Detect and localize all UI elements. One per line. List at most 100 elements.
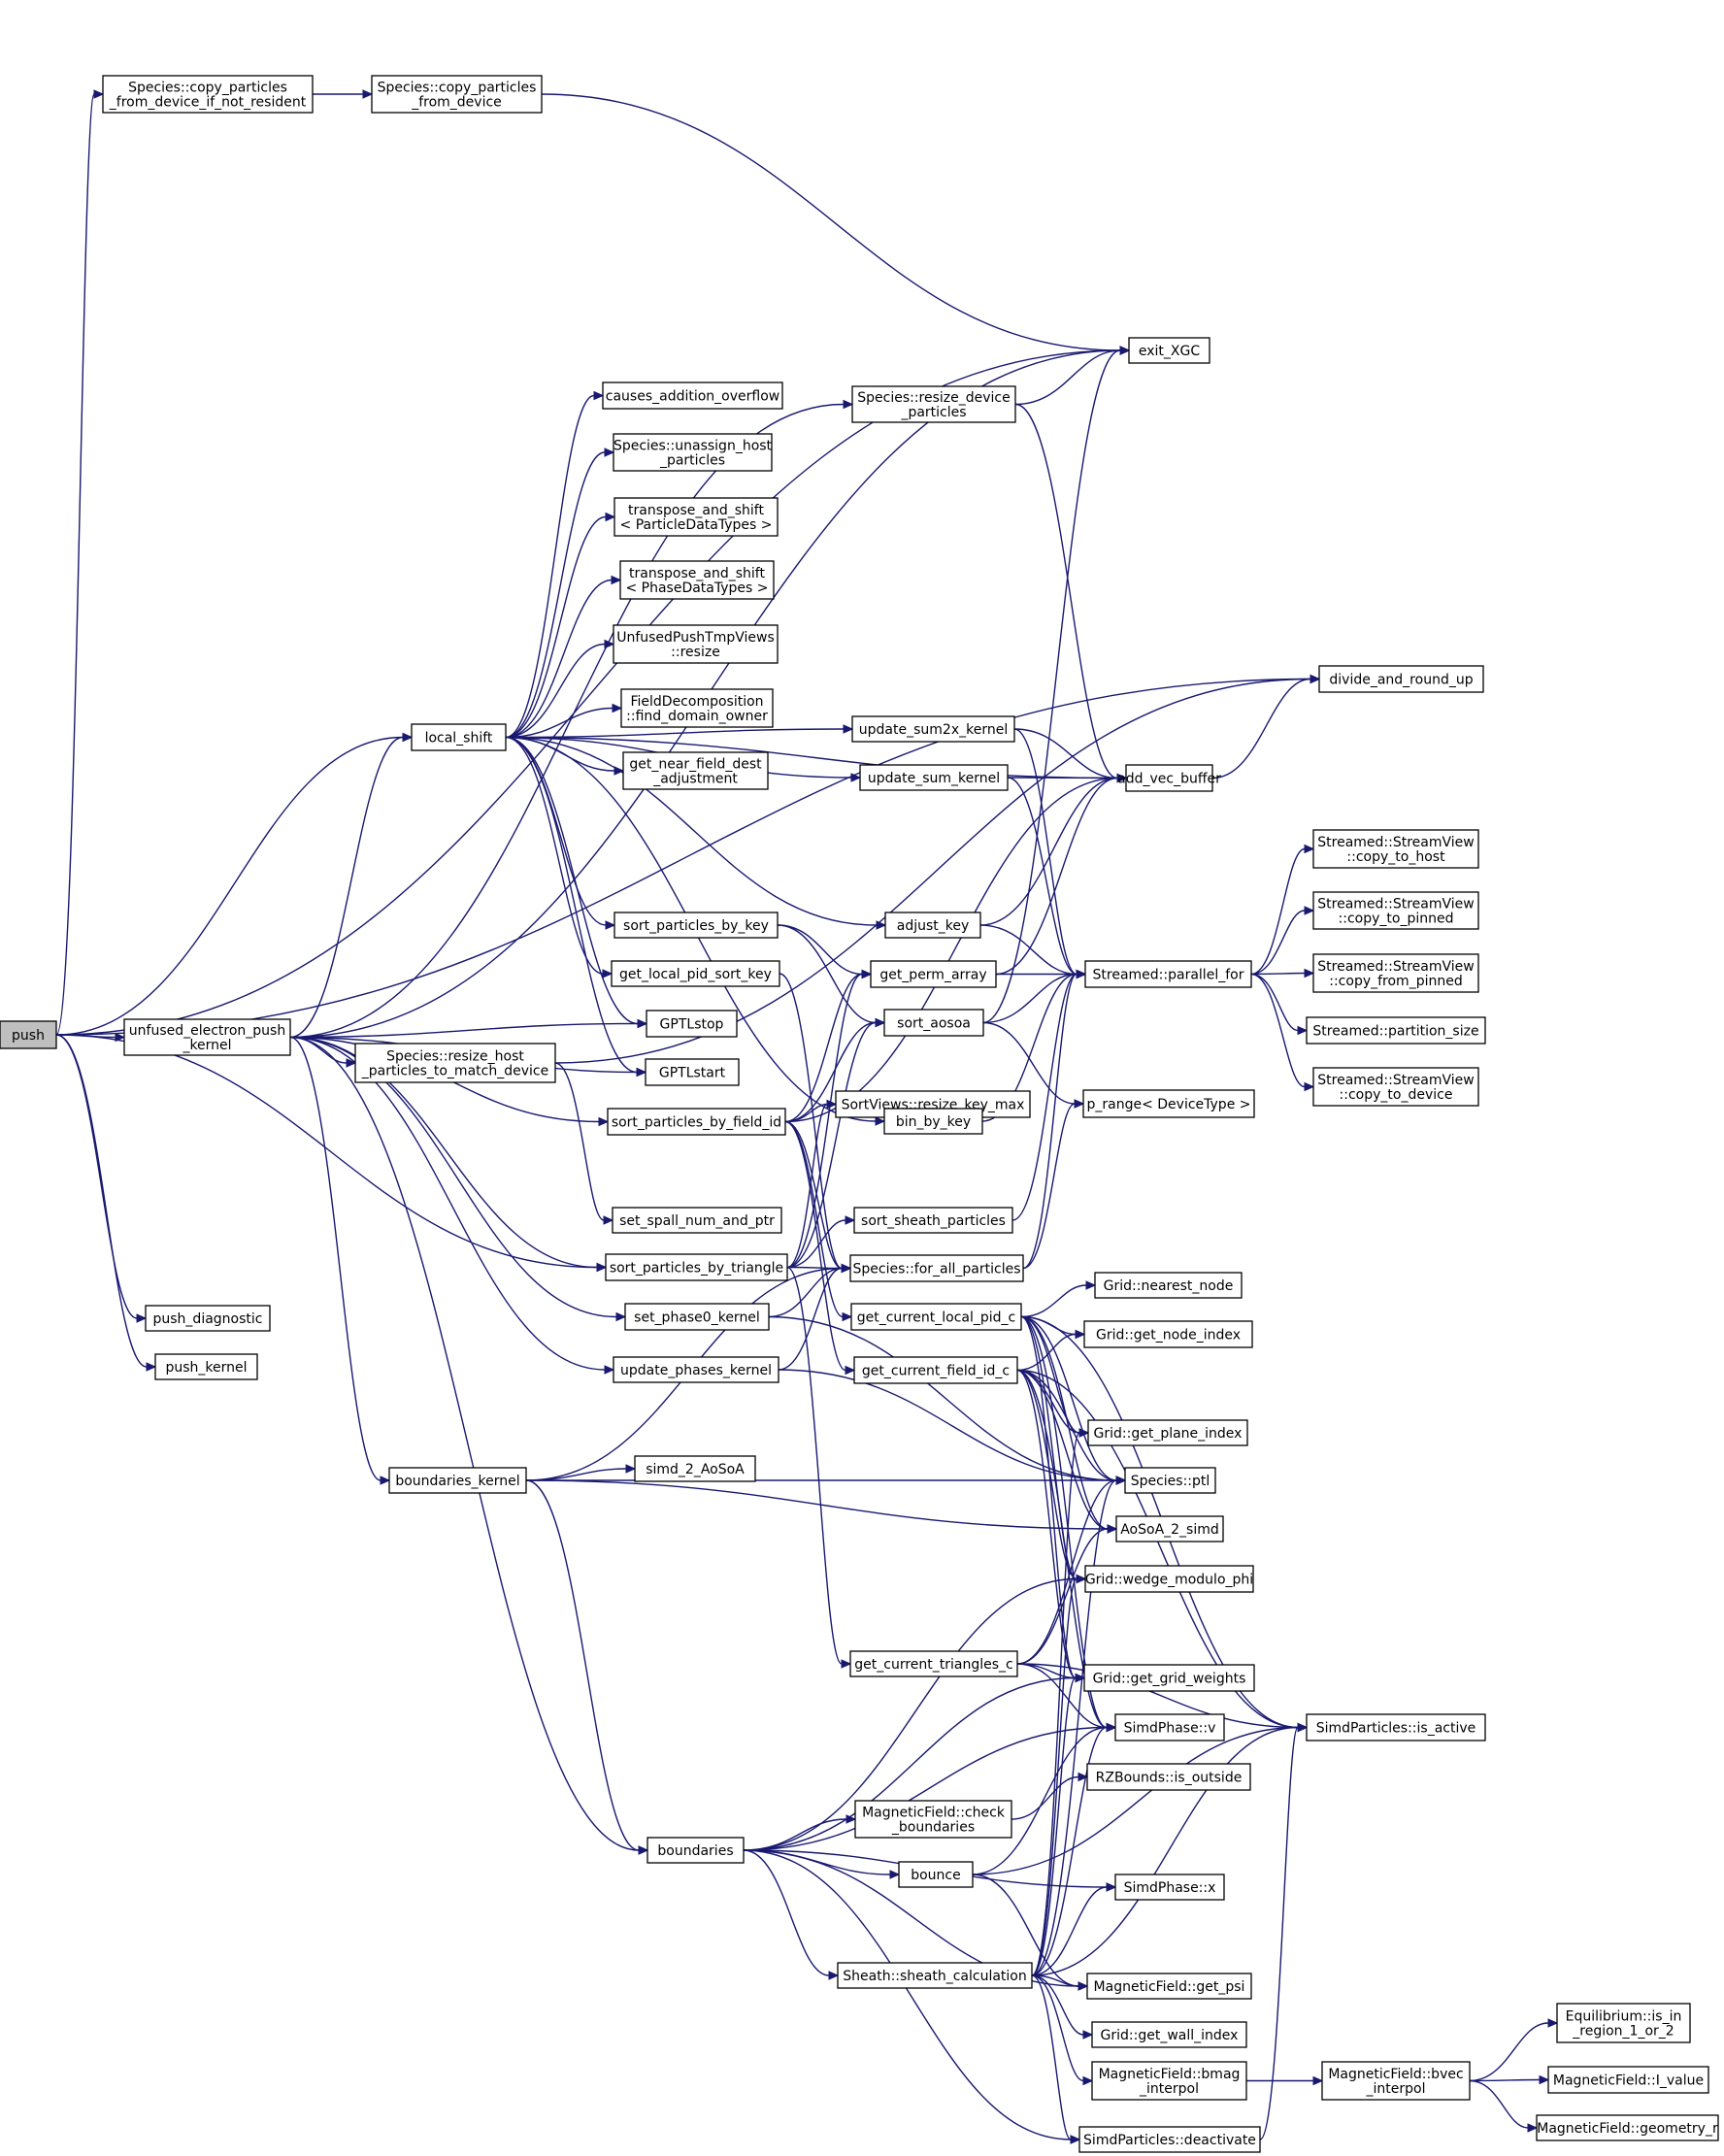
node-add_vec[interactable]: add_vec_buffer [1117, 764, 1221, 792]
node-sort_field[interactable]: sort_particles_by_field_id [607, 1108, 786, 1136]
node-gptl_stop[interactable]: GPTLstop [646, 1010, 738, 1038]
call-edge-resize_host-to-spall [554, 1062, 614, 1225]
node-grid_weights[interactable]: Grid::get_grid_weights [1083, 1664, 1255, 1692]
node-push_kernel[interactable]: push_kernel [154, 1353, 258, 1380]
node-near_field[interactable]: get_near_field_dest_adjustment [622, 751, 769, 790]
node-copy_fd[interactable]: Species::copy_particles_from_device [371, 75, 543, 114]
node-bmag[interactable]: MagneticField::bmag_interpol [1091, 2061, 1247, 2101]
call-edge-cur_field-to-aosoa2simd [1016, 1369, 1118, 1534]
node-set_phase0[interactable]: set_phase0_kernel [624, 1303, 770, 1331]
call-edge-line [1016, 1479, 1117, 1665]
node-resize_host[interactable]: Species::resize_host_particles_to_match_… [354, 1043, 556, 1083]
call-edge-line [1013, 728, 1118, 779]
node-unassign[interactable]: Species::unassign_host_particles [613, 433, 773, 472]
node-simd_v[interactable]: SimdPhase::v [1114, 1713, 1225, 1741]
node-copy_nr[interactable]: Species::copy_particles_from_device_if_n… [102, 75, 314, 114]
node-get_psi[interactable]: MagneticField::get_psi [1086, 1973, 1252, 2000]
node-aosoa2simd[interactable]: AoSoA_2_simd [1115, 1515, 1224, 1542]
node-causes[interactable]: causes_addition_overflow [602, 381, 783, 410]
node-adjust_key[interactable]: adjust_key [884, 912, 981, 939]
node-find_owner[interactable]: FieldDecomposition::find_domain_owner [620, 688, 774, 728]
call-edge-bvec-to-eq_region [1469, 2018, 1559, 2082]
node-sort_tri[interactable]: sort_particles_by_triangle [605, 1253, 788, 1281]
node-sort_sheath[interactable]: sort_sheath_particles [853, 1207, 1013, 1234]
node-sv_device[interactable]: Streamed::StreamView::copy_to_device [1312, 1067, 1479, 1107]
node-ptl[interactable]: Species::ptl [1124, 1467, 1216, 1494]
node-label: AoSoA_2_simd [1120, 1522, 1219, 1538]
node-p_range[interactable]: p_range< DeviceType > [1082, 1089, 1255, 1118]
call-edge-line [784, 973, 863, 1123]
node-bounce[interactable]: bounce [898, 1861, 974, 1888]
call-edge-line [505, 451, 606, 739]
node-bvec[interactable]: MagneticField::bvec_interpol [1321, 2061, 1471, 2101]
node-nearest[interactable]: Grid::nearest_node [1094, 1272, 1243, 1299]
node-simd2aosoa[interactable]: simd_2_AoSoA [634, 1455, 756, 1482]
node-local_shift[interactable]: local_shift [411, 723, 507, 751]
node-bin_key[interactable]: bin_by_key [883, 1108, 983, 1135]
node-resize_dev[interactable]: Species::resize_device_particles [851, 385, 1016, 423]
call-edge-arrowhead [1304, 906, 1315, 915]
node-divide[interactable]: divide_and_round_up [1318, 665, 1484, 693]
node-upd_phases[interactable]: update_phases_kernel [613, 1356, 779, 1383]
call-edge-arrowhead [876, 920, 887, 930]
node-push[interactable]: push [0, 1020, 57, 1049]
call-edge-line [1016, 1528, 1109, 1665]
node-box [619, 560, 775, 600]
node-exit_xgc[interactable]: exit_XGC [1128, 337, 1210, 364]
node-sv_from_pinned[interactable]: Streamed::StreamView::copy_from_pinned [1312, 953, 1479, 993]
node-boundaries[interactable]: boundaries [646, 1837, 745, 1864]
node-upd_sum2x[interactable]: update_sum2x_kernel [851, 715, 1015, 743]
node-push_diag[interactable]: push_diagnostic [145, 1305, 271, 1332]
node-bnd_kernel[interactable]: boundaries_kernel [388, 1467, 527, 1494]
node-eq_region[interactable]: Equilibrium::is_in_region_1_or_2 [1556, 2003, 1691, 2043]
call-edge-line [289, 1036, 617, 1318]
node-box [411, 723, 507, 751]
node-unfused[interactable]: unfused_electron_push_kernel [123, 1018, 291, 1056]
node-unfused_resize[interactable]: UnfusedPushTmpViews::resize [613, 624, 779, 664]
node-sheath[interactable]: Sheath::sheath_calculation [837, 1962, 1033, 1989]
node-spall[interactable]: set_spall_num_and_ptr [612, 1207, 782, 1234]
node-par_for[interactable]: Streamed::parallel_for [1084, 960, 1252, 988]
node-box [1306, 1713, 1486, 1741]
call-edge-line [1007, 777, 1078, 976]
node-sort_by_key[interactable]: sort_particles_by_key [613, 912, 779, 939]
node-cur_field[interactable]: get_current_field_id_c [853, 1356, 1018, 1384]
node-label: Grid::wedge_modulo_phi [1085, 1573, 1253, 1588]
node-simd_x[interactable]: SimdPhase::x [1114, 1874, 1225, 1901]
node-perm[interactable]: get_perm_array [870, 960, 997, 988]
node-plane_index[interactable]: Grid::get_plane_index [1087, 1419, 1248, 1446]
call-edge-arrowhead [602, 969, 613, 978]
node-deactivate[interactable]: SimdParticles::deactivate [1078, 2126, 1261, 2153]
node-tas_phdt[interactable]: transpose_and_shift< PhaseDataTypes > [619, 560, 775, 600]
node-label: Grid::get_grid_weights [1093, 1672, 1246, 1687]
node-i_value[interactable]: MagneticField::I_value [1547, 2066, 1709, 2094]
node-label: set_spall_num_and_ptr [619, 1213, 775, 1229]
node-wedge[interactable]: Grid::wedge_modulo_phi [1084, 1565, 1254, 1593]
call-edge-arrowhead [861, 969, 873, 979]
node-sort_aosoa[interactable]: sort_aosoa [883, 1009, 984, 1037]
node-label: get_near_field_dest [629, 757, 762, 773]
node-sv_host[interactable]: Streamed::StreamView::copy_to_host [1312, 829, 1479, 869]
node-is_active[interactable]: SimdParticles::is_active [1306, 1713, 1486, 1741]
call-edge-arrowhead [1527, 2123, 1539, 2133]
node-for_all[interactable]: Species::for_all_particles [849, 1254, 1024, 1282]
node-wall_index[interactable]: Grid::get_wall_index [1091, 2021, 1247, 2048]
node-upd_sum[interactable]: update_sum_kernel [859, 764, 1009, 791]
node-tas_pdt[interactable]: transpose_and_shift< ParticleDataTypes > [613, 497, 779, 537]
node-local_pid_key[interactable]: get_local_pid_sort_key [611, 960, 780, 987]
node-rz_outside[interactable]: RZBounds::is_outside [1086, 1763, 1251, 1791]
node-part_size[interactable]: Streamed::partition_size [1306, 1016, 1486, 1045]
node-geometry_r[interactable]: MagneticField::geometry_r [1536, 2114, 1719, 2141]
call-edge-line [1020, 1315, 1077, 1679]
node-node_index[interactable]: Grid::get_node_index [1083, 1320, 1253, 1348]
call-edge-perm-to-add_vec [995, 773, 1128, 976]
node-mf_check[interactable]: MagneticField::check_boundaries [854, 1800, 1012, 1839]
call-edge-arrowhead [843, 724, 854, 734]
call-edge-sheath-to-deactivate [1031, 1974, 1081, 2144]
node-cur_tri[interactable]: get_current_triangles_c [849, 1650, 1018, 1677]
node-gptl_start[interactable]: GPTLstart [645, 1058, 740, 1086]
node-cur_local_pid[interactable]: get_current_local_pid_c [850, 1303, 1022, 1331]
call-edge-local_shift-to-upd_sum2x [505, 724, 854, 739]
call-edge-arrowhead [596, 1262, 608, 1273]
node-sv_pinned[interactable]: Streamed::StreamView::copy_to_pinned [1312, 891, 1479, 930]
